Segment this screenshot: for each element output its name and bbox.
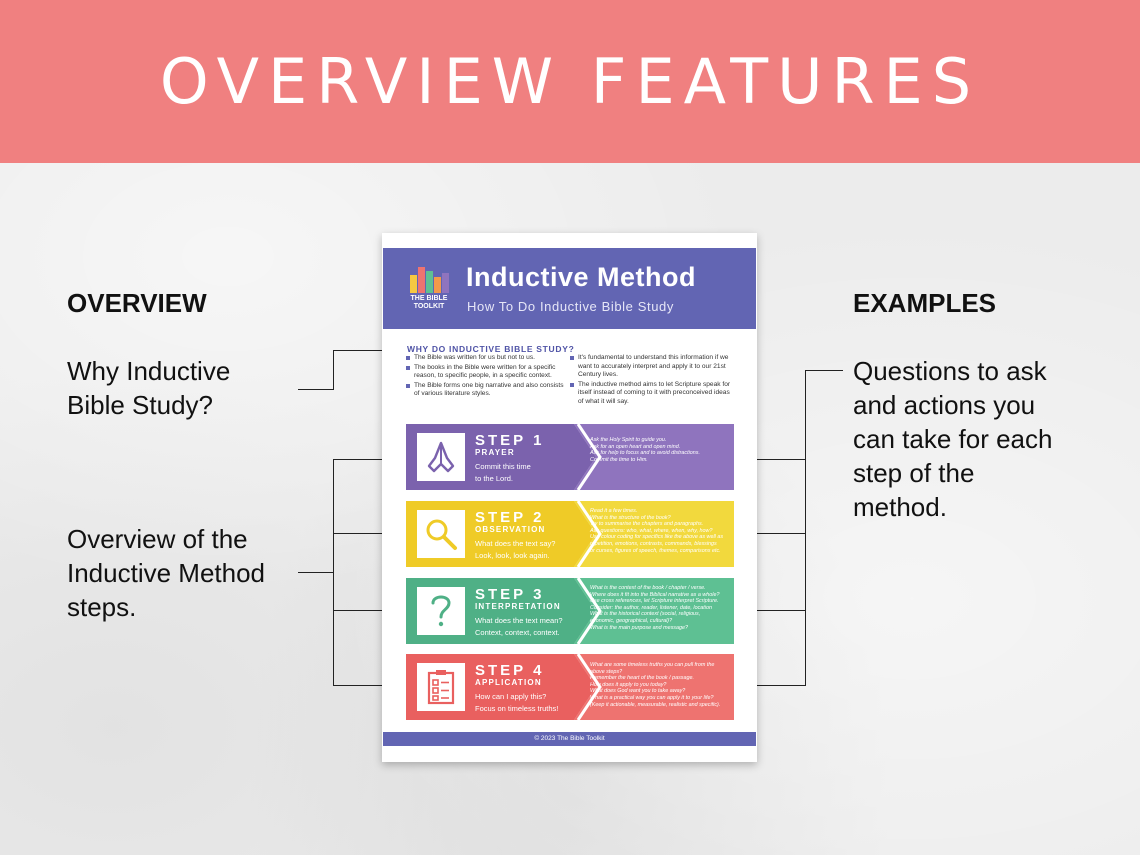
- connector-line: [806, 370, 843, 371]
- step-interpretation: STEP 3 INTERPRETATION What does the text…: [406, 578, 734, 644]
- connector-line: [333, 459, 334, 686]
- connector-line: [805, 370, 806, 686]
- step-number: STEP 1: [475, 432, 545, 449]
- examples-heading: EXAMPLES: [853, 288, 997, 318]
- overview-item-why: Why Inductive Bible Study?: [67, 354, 230, 422]
- step-number: STEP 4: [475, 662, 545, 679]
- poster-header: THE BIBLE TOOLKIT Inductive Method How T…: [383, 248, 756, 329]
- connector-line: [333, 350, 334, 390]
- overview-item-steps-line: Inductive Method: [67, 558, 266, 588]
- step-label: APPLICATION: [475, 678, 542, 687]
- checklist-icon: [417, 663, 465, 711]
- bible-toolkit-logo: THE BIBLE TOOLKIT: [408, 267, 450, 315]
- inductive-method-poster: THE BIBLE TOOLKIT Inductive Method How T…: [382, 233, 757, 762]
- step-number: STEP 3: [475, 586, 545, 603]
- list-item: The Bible forms one big narrative and al…: [406, 382, 569, 399]
- step-observation: STEP 2 OBSERVATION What does the text sa…: [406, 501, 734, 567]
- step-summary: Commit this time: [475, 462, 531, 471]
- step-summary: Context, context, context.: [475, 628, 560, 637]
- step-summary: to the Lord.: [475, 474, 513, 483]
- list-item: It's fundamental to understand this info…: [570, 354, 735, 380]
- step-application: STEP 4 APPLICATION How can I apply this?…: [406, 654, 734, 720]
- step-summary: Look, look, look again.: [475, 551, 550, 560]
- overview-item-steps-line: steps.: [67, 592, 137, 622]
- step-label: PRAYER: [475, 448, 515, 457]
- examples-item-line: and actions you: [853, 390, 1036, 420]
- connector-line: [298, 572, 334, 573]
- why-heading: WHY DO INDUCTIVE BIBLE STUDY?: [407, 344, 575, 354]
- examples-item-line: step of the: [853, 458, 975, 488]
- connector-line: [298, 389, 334, 390]
- connector-line: [752, 533, 806, 534]
- step-prayer: STEP 1 PRAYER Commit this time to the Lo…: [406, 424, 734, 490]
- connector-line: [333, 685, 395, 686]
- banner-title: OVERVIEW FEATURES: [159, 45, 981, 118]
- why-list-right: It's fundamental to understand this info…: [570, 354, 735, 408]
- step-label: OBSERVATION: [475, 525, 546, 534]
- magnifier-icon: [417, 510, 465, 558]
- logo-text: THE BIBLE: [410, 295, 448, 302]
- poster-title: Inductive Method: [466, 262, 696, 292]
- overview-heading: OVERVIEW: [67, 288, 207, 318]
- list-item: The inductive method aims to let Scriptu…: [570, 381, 735, 407]
- examples-item-line: Questions to ask: [853, 356, 1047, 386]
- connector-line: [333, 533, 395, 534]
- overview-item-why-line: Why Inductive: [67, 356, 231, 386]
- step-summary: What does the text say?: [475, 539, 556, 548]
- connector-line: [333, 610, 395, 611]
- step-number: STEP 2: [475, 509, 545, 526]
- connector-line: [333, 350, 399, 351]
- title-banner: OVERVIEW FEATURES: [0, 0, 1140, 163]
- connector-line: [333, 459, 395, 460]
- step-summary: Focus on timeless truths!: [475, 704, 559, 713]
- step-notes: What are some timeless truths you can pu…: [590, 662, 721, 708]
- poster-subtitle: How To Do Inductive Bible Study: [467, 299, 674, 314]
- poster-footer: © 2023 The Bible Toolkit: [383, 732, 756, 746]
- step-label: INTERPRETATION: [475, 602, 561, 611]
- connector-line: [752, 459, 806, 460]
- overview-item-steps-line: Overview of the: [67, 524, 248, 554]
- praying-hands-icon: [417, 433, 465, 481]
- examples-item-line: method.: [853, 492, 947, 522]
- examples-item-line: can take for each: [853, 424, 1053, 454]
- step-notes: Read it a few times. What is the structu…: [590, 508, 724, 554]
- step-notes: What is the context of the book / chapte…: [590, 585, 720, 631]
- logo-bars-icon: [410, 267, 450, 293]
- overview-item-steps: Overview of the Inductive Method steps.: [67, 522, 265, 624]
- connector-line: [752, 610, 806, 611]
- step-notes: Ask the Holy Spirit to guide you. Ask fo…: [590, 437, 700, 463]
- step-summary: What does the text mean?: [475, 616, 563, 625]
- list-item: The books in the Bible were written for …: [406, 364, 569, 381]
- why-list-left: The Bible was written for us but not to …: [406, 354, 569, 400]
- connector-line: [752, 685, 806, 686]
- overview-item-why-line: Bible Study?: [67, 390, 213, 420]
- question-mark-icon: [417, 587, 465, 635]
- step-summary: How can I apply this?: [475, 692, 547, 701]
- list-item: The Bible was written for us but not to …: [406, 354, 569, 363]
- logo-text: TOOLKIT: [413, 303, 445, 310]
- examples-item: Questions to ask and actions you can tak…: [853, 354, 1052, 524]
